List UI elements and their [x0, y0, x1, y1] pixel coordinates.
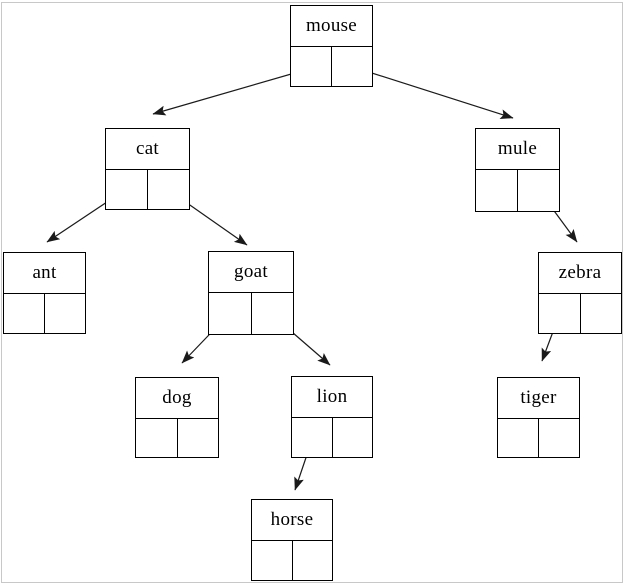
right-pointer-cell: [331, 47, 372, 86]
pointer-cells: [136, 419, 218, 457]
pointer-cells: [539, 294, 621, 333]
tree-node-lion: lion: [291, 376, 373, 458]
right-pointer-cell: [291, 541, 333, 580]
left-pointer-cell: [106, 170, 147, 209]
right-pointer-cell: [44, 294, 85, 333]
left-pointer-cell: [476, 170, 517, 211]
pointer-cells: [209, 293, 293, 334]
pointer-cells: [252, 541, 332, 580]
right-pointer-cell: [176, 419, 219, 457]
right-pointer-cell: [579, 294, 622, 333]
tree-node-cat: cat: [105, 128, 190, 210]
node-label: goat: [209, 252, 293, 293]
pointer-cells: [292, 418, 372, 457]
left-pointer-cell: [292, 418, 332, 457]
pointer-cells: [291, 47, 372, 86]
right-pointer-cell: [147, 170, 189, 209]
pointer-cells: [106, 170, 189, 209]
node-label: dog: [136, 378, 218, 419]
tree-node-tiger: tiger: [497, 377, 580, 458]
node-label: cat: [106, 129, 189, 170]
node-label: zebra: [539, 253, 621, 294]
tree-node-mouse: mouse: [290, 5, 373, 87]
left-pointer-cell: [252, 541, 292, 580]
left-pointer-cell: [291, 47, 331, 86]
tree-node-horse: horse: [251, 499, 333, 581]
tree-node-mule: mule: [475, 128, 560, 212]
left-pointer-cell: [4, 294, 44, 333]
tree-node-dog: dog: [135, 377, 219, 458]
node-label: horse: [252, 500, 332, 541]
node-label: mule: [476, 129, 559, 170]
pointer-cells: [476, 170, 559, 211]
right-pointer-cell: [250, 293, 294, 334]
pointer-cells: [4, 294, 85, 333]
right-pointer-cell: [538, 419, 579, 457]
node-label: mouse: [291, 6, 372, 47]
node-label: tiger: [498, 378, 579, 419]
left-pointer-cell: [209, 293, 251, 334]
left-pointer-cell: [539, 294, 580, 333]
right-pointer-cell: [517, 170, 559, 211]
left-pointer-cell: [498, 419, 538, 457]
node-label: ant: [4, 253, 85, 294]
right-pointer-cell: [331, 418, 373, 457]
tree-node-zebra: zebra: [538, 252, 622, 334]
tree-node-ant: ant: [3, 252, 86, 334]
node-label: lion: [292, 377, 372, 418]
left-pointer-cell: [136, 419, 177, 457]
pointer-cells: [498, 419, 579, 457]
tree-node-goat: goat: [208, 251, 294, 335]
